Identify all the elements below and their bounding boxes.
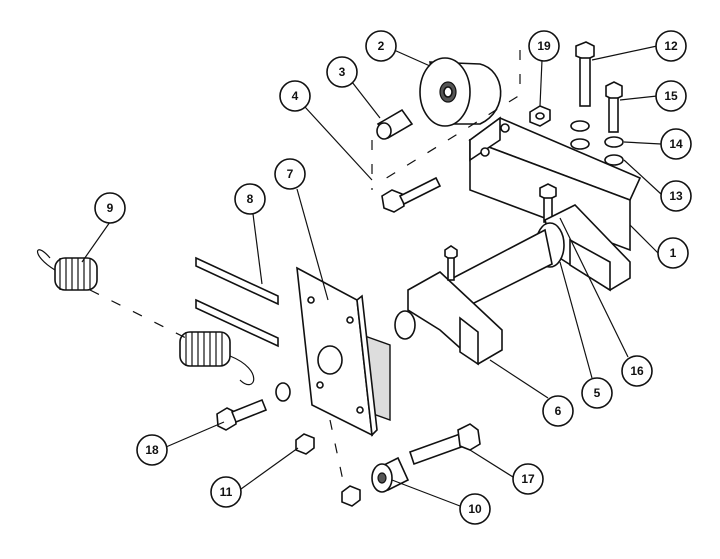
callout-12: 12 — [655, 30, 687, 62]
svg-text:3: 3 — [339, 65, 346, 79]
part-bolt-17 — [408, 423, 481, 466]
svg-text:8: 8 — [247, 192, 254, 206]
svg-text:15: 15 — [664, 89, 678, 103]
callout-5: 5 — [581, 377, 613, 409]
callout-2: 2 — [365, 30, 397, 62]
callout-8: 8 — [234, 183, 266, 215]
part-bolt-12 — [575, 41, 595, 107]
part-spacer-10 — [371, 456, 410, 493]
callout-16: 16 — [621, 355, 653, 387]
part-bolt-4 — [381, 176, 442, 213]
svg-text:4: 4 — [292, 89, 299, 103]
callout-11: 11 — [210, 476, 242, 508]
part-mounting-plate — [296, 266, 391, 437]
svg-text:19: 19 — [537, 39, 551, 53]
callout-15: 15 — [655, 80, 687, 112]
svg-text:6: 6 — [555, 404, 562, 418]
svg-text:2: 2 — [378, 39, 385, 53]
part-roller — [419, 57, 502, 127]
callout-3: 3 — [326, 56, 358, 88]
svg-text:12: 12 — [664, 39, 678, 53]
part-bolt-16 — [539, 183, 557, 223]
part-pillow-block-6 — [407, 245, 503, 366]
assembly-lines — [89, 50, 521, 491]
callout-17: 17 — [512, 463, 544, 495]
part-bushing — [376, 108, 414, 140]
svg-text:14: 14 — [669, 137, 683, 151]
svg-text:16: 16 — [630, 364, 644, 378]
part-spring-upper — [37, 249, 98, 291]
svg-text:5: 5 — [594, 386, 601, 400]
part-nut-19 — [529, 105, 551, 127]
part-nut-lower — [341, 485, 361, 507]
part-washer — [275, 382, 291, 402]
part-bolt-18 — [216, 398, 268, 431]
svg-text:11: 11 — [220, 485, 233, 499]
part-spring-lower — [179, 331, 255, 386]
svg-text:7: 7 — [287, 167, 294, 181]
callout-1: 1 — [657, 237, 689, 269]
callout-13: 13 — [660, 180, 692, 212]
svg-text:9: 9 — [107, 201, 114, 215]
svg-text:13: 13 — [669, 189, 683, 203]
svg-text:17: 17 — [521, 472, 535, 486]
callout-7: 7 — [274, 158, 306, 190]
callout-6: 6 — [542, 395, 574, 427]
svg-text:1: 1 — [670, 246, 677, 260]
leader-lines — [81, 45, 662, 507]
svg-text:10: 10 — [468, 502, 482, 516]
callout-14: 14 — [660, 128, 692, 160]
callout-9: 9 — [94, 192, 126, 224]
part-washers-14 — [570, 120, 624, 148]
part-washers-13 — [570, 138, 624, 166]
callout-4: 4 — [279, 80, 311, 112]
callout-18: 18 — [136, 434, 168, 466]
part-bolt-15 — [605, 81, 623, 133]
part-slides — [195, 256, 279, 348]
svg-text:18: 18 — [145, 443, 159, 457]
part-nut-11 — [295, 433, 315, 455]
callout-10: 10 — [459, 493, 491, 525]
callout-19: 19 — [528, 30, 560, 62]
